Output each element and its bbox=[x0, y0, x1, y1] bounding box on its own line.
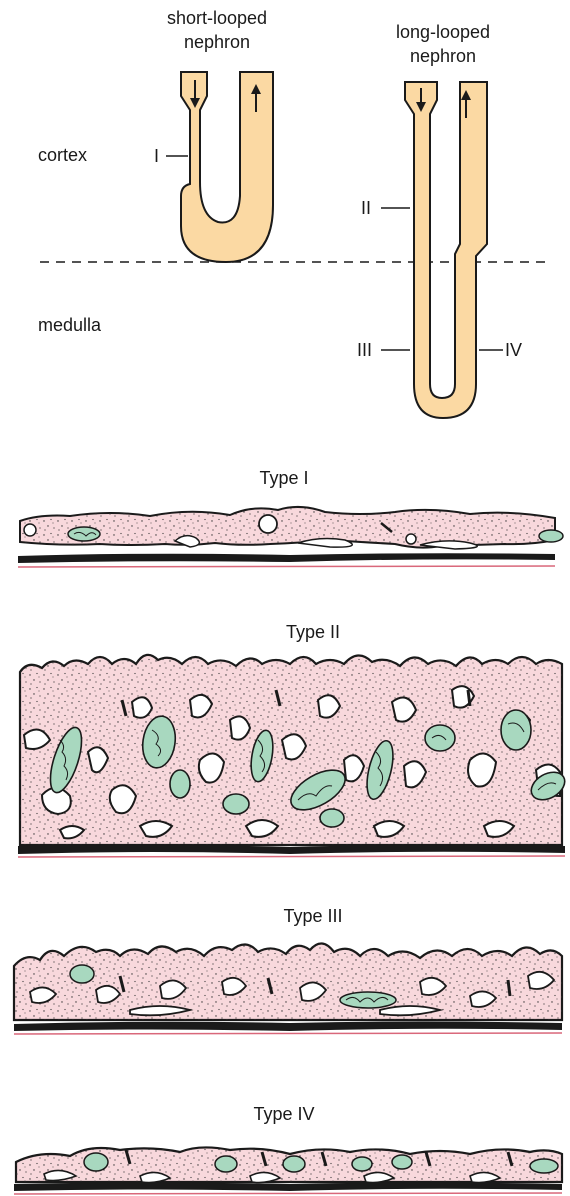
mitochondrion bbox=[215, 1156, 237, 1172]
mitochondrion bbox=[223, 794, 249, 814]
epithelium-type-iii bbox=[14, 943, 562, 1034]
mitochondrion bbox=[530, 1159, 558, 1173]
basement-membrane bbox=[14, 1022, 562, 1032]
mitochondrion bbox=[84, 1153, 108, 1171]
short-looped-nephron bbox=[166, 72, 273, 262]
mitochondrion bbox=[539, 530, 563, 542]
epithelium-type-iv bbox=[14, 1147, 562, 1194]
mitochondrion bbox=[320, 809, 344, 827]
basement-membrane bbox=[14, 1183, 562, 1192]
mitochondrion bbox=[392, 1155, 412, 1169]
mitochondrion bbox=[283, 1156, 305, 1172]
epithelium-type-ii bbox=[18, 655, 570, 857]
long-looped-nephron bbox=[381, 82, 503, 418]
mitochondrion bbox=[425, 725, 455, 751]
basement-membrane bbox=[18, 553, 555, 563]
vacuole bbox=[406, 534, 416, 544]
epithelium-type-i bbox=[18, 507, 563, 567]
vacuole bbox=[24, 524, 36, 536]
mitochondrion bbox=[170, 770, 190, 798]
vacuole bbox=[259, 515, 277, 533]
mitochondrion bbox=[501, 710, 531, 750]
mitochondrion bbox=[352, 1157, 372, 1171]
mitochondrion bbox=[70, 965, 94, 983]
basement-membrane bbox=[18, 845, 565, 854]
